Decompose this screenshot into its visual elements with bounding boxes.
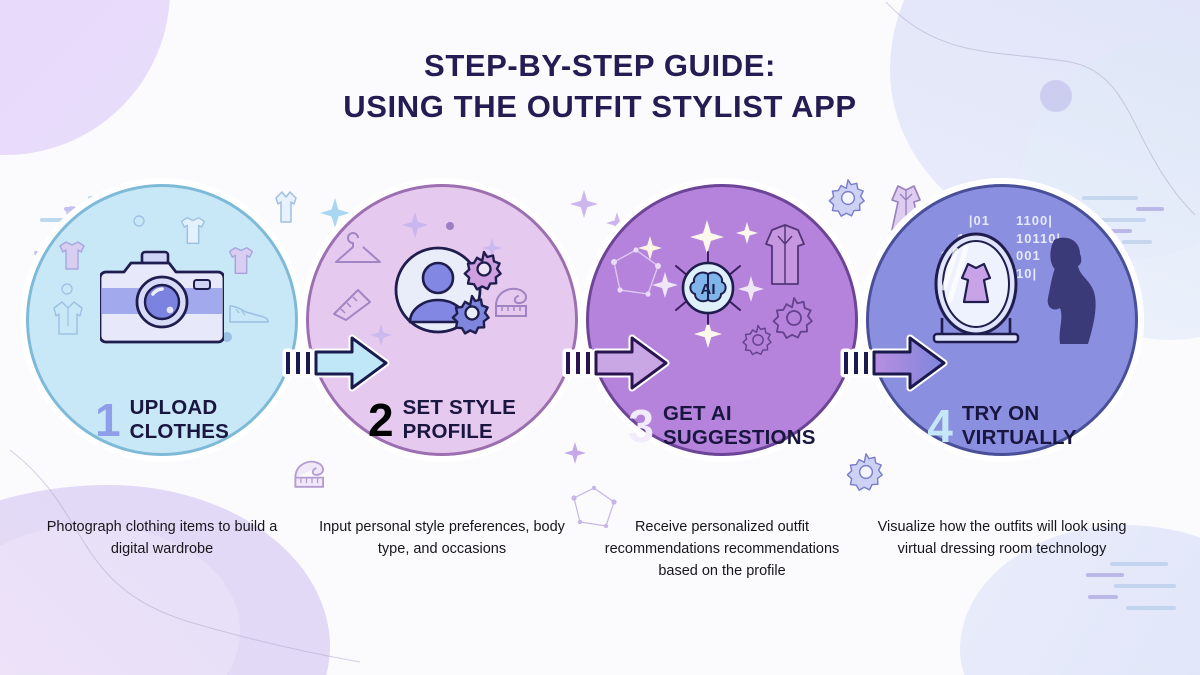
jacket-icon xyxy=(765,224,805,285)
circle-dot-icon xyxy=(61,283,73,295)
sparkle-icon xyxy=(606,212,628,234)
step-1-label-line1: UPLOAD xyxy=(129,396,218,420)
step-2-caption: Input personal style preferences, body t… xyxy=(319,519,565,558)
title-line-1: STEP-BY-STEP GUIDE: xyxy=(424,48,776,83)
decor-dot-top-right xyxy=(1040,80,1072,112)
step-2-label: SET STYLE PROFILE xyxy=(403,396,516,444)
sparkle-icon xyxy=(320,198,350,228)
mirror-dress-icon xyxy=(932,232,1020,344)
step-3-label: GET AI SUGGESTIONS xyxy=(663,402,816,450)
sparkle-icon xyxy=(690,220,724,254)
sparkle-icon xyxy=(694,320,722,348)
step-4-number-label: 4 TRY ON VIRTUALLY xyxy=(852,402,1152,450)
arrow-step1-to-step2 xyxy=(280,330,392,396)
speed-lines-top-right xyxy=(1074,196,1186,251)
step-1-caption: Photograph clothing items to build a dig… xyxy=(46,519,278,558)
ai-brain-icon: AI xyxy=(675,251,741,325)
step-2-label-line2: PROFILE xyxy=(402,420,493,444)
sparkle-icon xyxy=(638,236,662,260)
step-4-number: 4 xyxy=(927,399,953,452)
swoosh-line-bottom-left xyxy=(9,449,360,663)
gear-icon xyxy=(742,324,772,356)
constellation-icon xyxy=(611,247,661,297)
step-3-label-line2: SUGGESTIONS xyxy=(663,426,816,450)
page-title: STEP-BY-STEP GUIDE: USING THE OUTFIT STY… xyxy=(0,46,1200,128)
step-1-number: 1 xyxy=(95,393,121,446)
user-profile-gears-icon xyxy=(394,246,502,335)
step-4[interactable]: |01100110101010111011010010010101 1100|1… xyxy=(852,178,1152,557)
step-2-number-label: 2 SET STYLE PROFILE xyxy=(292,396,592,444)
tshirt-icon xyxy=(59,241,85,270)
gear-icon xyxy=(828,179,865,217)
tshirt-icon xyxy=(180,217,206,245)
step-1[interactable]: 1 UPLOAD CLOTHES Photograph clothing ite… xyxy=(12,178,312,557)
sparkle-icon xyxy=(482,238,502,258)
measuring-tape-icon xyxy=(294,460,324,488)
svg-text:AI: AI xyxy=(701,281,716,298)
swoosh-line-top-right xyxy=(885,1,1196,216)
sparkle-icon xyxy=(736,222,758,244)
step-3-number-label: 3 GET AI SUGGESTIONS xyxy=(572,402,872,450)
constellation-icon xyxy=(571,485,617,529)
dot-icon xyxy=(222,332,232,342)
step-3[interactable]: AI 3 GET AI SUGGESTIONS Receive personal… xyxy=(572,178,872,579)
shirt-icon xyxy=(53,301,83,335)
circle-dot-icon xyxy=(133,215,145,227)
arrow-step2-to-step3 xyxy=(560,330,672,396)
sparkle-icon xyxy=(564,442,586,464)
gear-icon xyxy=(772,297,813,339)
step-1-circle[interactable] xyxy=(26,184,298,456)
step-2-label-line1: SET STYLE xyxy=(402,396,517,420)
step-4-label-line2: VIRTUALLY xyxy=(961,426,1077,450)
sparkle-icon xyxy=(738,276,764,302)
step-3-circle[interactable]: AI xyxy=(586,184,858,456)
step-4-label-line1: TRY ON xyxy=(961,402,1040,426)
speed-lines-bottom-right xyxy=(1074,562,1194,617)
step-3-label-line1: GET AI xyxy=(663,402,732,426)
title-line-2: USING THE OUTFIT STYLIST APP xyxy=(343,88,857,124)
sparkle-icon xyxy=(370,324,392,346)
step-2-circle[interactable] xyxy=(306,184,578,456)
step-1-number-label: 1 UPLOAD CLOTHES xyxy=(12,396,312,444)
step-3-number: 3 xyxy=(628,399,655,452)
step-4-caption: Visualize how the outfits will look usin… xyxy=(877,519,1127,558)
gear-icon xyxy=(846,453,883,491)
step-2-number: 2 xyxy=(367,393,394,446)
hanger-icon xyxy=(335,232,381,263)
step-1-label-line2: CLOTHES xyxy=(129,420,229,444)
step-2[interactable]: 2 SET STYLE PROFILE Input personal style… xyxy=(292,178,592,557)
tshirt-icon xyxy=(228,247,254,275)
camera-icon xyxy=(100,250,224,344)
woman-silhouette-icon xyxy=(1047,237,1096,344)
ruler-icon xyxy=(333,289,371,321)
shoe-icon xyxy=(229,305,269,323)
sparkle-icon xyxy=(402,212,428,238)
step-4-circle[interactable]: |01100110101010111011010010010101 1100|1… xyxy=(866,184,1138,456)
step-3-caption: Receive personalized outfit recommendati… xyxy=(604,519,840,580)
steps-row: 1 UPLOAD CLOTHES Photograph clothing ite… xyxy=(0,178,1200,579)
measuring-tape-icon xyxy=(495,287,527,317)
shirt-icon xyxy=(275,191,297,223)
step-1-label: UPLOAD CLOTHES xyxy=(130,396,229,444)
sparkle-icon xyxy=(570,190,598,218)
dot-icon xyxy=(446,222,454,230)
step-4-label: TRY ON VIRTUALLY xyxy=(962,402,1077,450)
arrow-step3-to-step4 xyxy=(838,330,950,396)
sparkle-icon xyxy=(652,272,678,298)
